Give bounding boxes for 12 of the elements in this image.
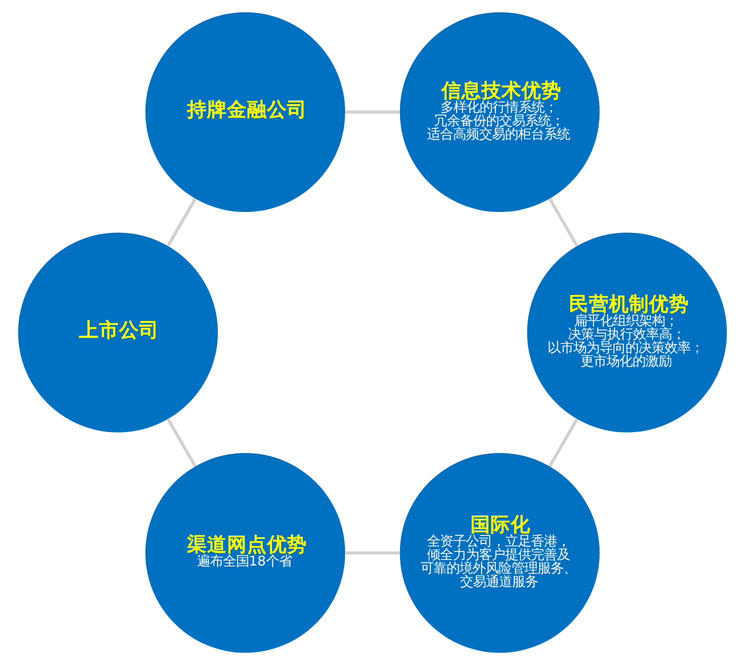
connector [166,418,196,467]
node-circle: 信息技术优势 多样化的行情系统；冗余备份的交易系统；适合高频交易的柜台系统 [399,12,600,212]
node-circle: 渠道网点优势 遍布全国18个省 [144,453,345,653]
connector [344,110,400,114]
connector [548,418,578,467]
node-circle: 民营机制优势 扁平化组织架构；决策与执行效率高；以市场为导向的决策效率；更市场化的激励 [526,232,726,432]
node-circle: 持牌金融公司 [144,12,345,212]
node-circle: 上市公司 [18,232,218,432]
node-circle: 国际化 全资子公司，立足香港，倾全力为客户提供完善及可靠的境外风险管理服务、交易通道服务 [399,453,600,653]
connector [548,198,578,247]
connector [344,551,400,554]
connector [166,198,196,246]
